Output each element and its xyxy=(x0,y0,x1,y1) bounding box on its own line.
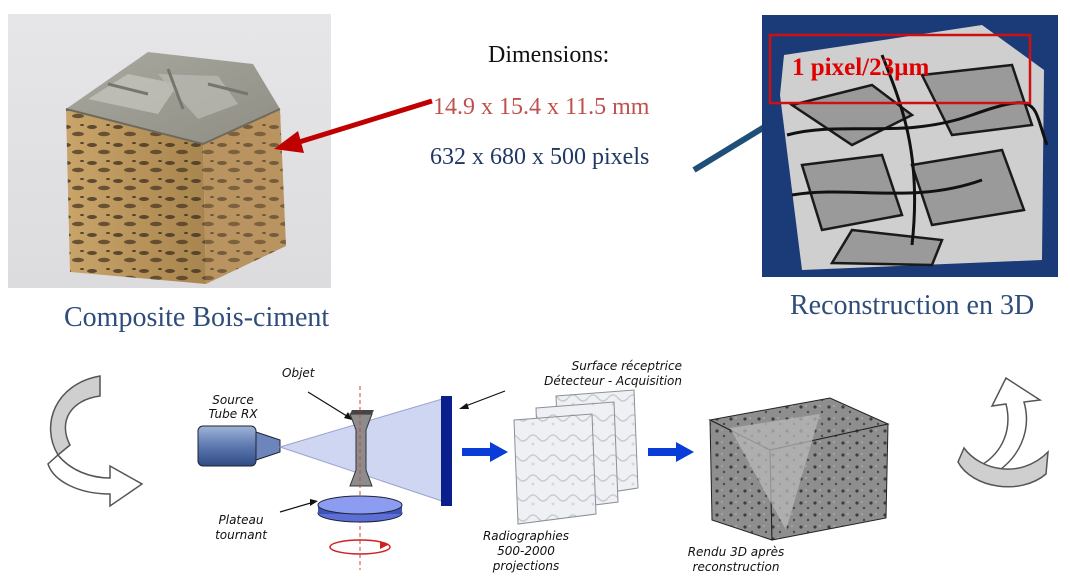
radiographies-line-2: 500-2000 xyxy=(497,544,555,558)
ct-reconstruction-image xyxy=(762,15,1058,277)
plateau-line-2: tournant xyxy=(215,528,267,542)
reconstruction-caption: Reconstruction en 3D xyxy=(790,290,1035,321)
flow-arrow-1 xyxy=(462,442,508,462)
radiographies-line-3: projections xyxy=(492,559,560,573)
surface-line-1: Surface réceptrice xyxy=(571,359,682,373)
composite-cube-image xyxy=(65,52,286,284)
surface-line-2: Détecteur - Acquisition xyxy=(544,374,682,388)
red-pointer-arrow xyxy=(274,98,433,153)
rendu-line-2: reconstruction xyxy=(692,560,780,574)
radiograph-stack xyxy=(513,389,639,525)
resolution-box xyxy=(768,33,1032,105)
detector-plate xyxy=(441,396,452,506)
plateau-label: Plateau tournant xyxy=(205,513,277,543)
radiographies-label: Radiographies 500-2000 projections xyxy=(478,529,574,574)
source-line-2: Tube RX xyxy=(208,407,258,421)
curved-arrow-icon xyxy=(957,376,1049,488)
label-pointers xyxy=(279,391,352,513)
composite-caption: Composite Bois-ciment xyxy=(64,302,330,333)
flow-arrow-2 xyxy=(648,442,694,462)
source-label: Source Tube RX xyxy=(205,393,261,421)
object-sample-icon xyxy=(349,410,374,487)
size-pixels-text: 632 x 680 x 500 pixels xyxy=(430,144,650,170)
plateau-line-1: Plateau xyxy=(218,513,264,527)
composite-sample-photo xyxy=(8,14,331,288)
source-line-1: Source xyxy=(212,393,254,407)
rendu-label: Rendu 3D après reconstruction xyxy=(670,545,802,575)
size-mm-text: 14.9 x 15.4 x 11.5 mm xyxy=(433,94,650,120)
ct-cube-image xyxy=(768,25,1049,270)
rotation-circle-icon xyxy=(329,539,391,555)
curved-arrow-icon xyxy=(47,375,144,508)
turntable-icon xyxy=(317,495,403,555)
dimensions-label: Dimensions: xyxy=(488,42,610,68)
resolution-label: 1 pixel/23µm xyxy=(792,54,930,81)
xray-tube-icon xyxy=(197,425,281,467)
objet-label: Objet xyxy=(282,366,315,380)
render-3d-cube xyxy=(708,397,890,541)
surface-label: Surface réceptrice Détecteur - Acquisiti… xyxy=(486,359,682,389)
radiographies-line-1: Radiographies xyxy=(482,529,570,543)
detector-pointer xyxy=(459,390,506,409)
rendu-line-1: Rendu 3D après xyxy=(687,545,785,559)
radiograph-sheet xyxy=(513,413,597,525)
rotation-axis xyxy=(359,386,361,570)
